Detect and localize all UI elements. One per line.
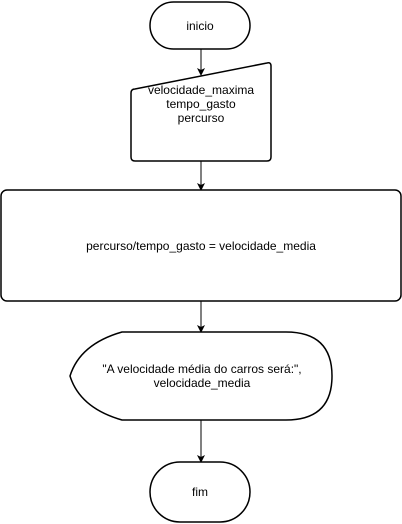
- display-label: "A velocidade média do carros será:", ve…: [80, 332, 324, 420]
- input-line-tempo-gasto: tempo_gasto: [166, 97, 236, 111]
- input-label: velocidade_maxima tempo_gasto percurso: [131, 76, 271, 132]
- end-label: fim: [192, 485, 208, 499]
- input-line-velocidade-maxima: velocidade_maxima: [147, 83, 255, 97]
- display-line-message: "A velocidade média do carros será:",: [102, 362, 302, 376]
- end-terminator-shape: [149, 461, 251, 523]
- input-shape: [130, 62, 272, 162]
- display-shape: [69, 331, 333, 421]
- process-shape: [0, 189, 402, 302]
- process-label: percurso/tempo_gasto = velocidade_media: [86, 238, 316, 253]
- input-line-percurso: percurso: [177, 111, 225, 125]
- display-line-variable: velocidade_media: [153, 376, 251, 390]
- start-label: inicio: [186, 18, 214, 33]
- start-terminator-shape: [149, 1, 251, 50]
